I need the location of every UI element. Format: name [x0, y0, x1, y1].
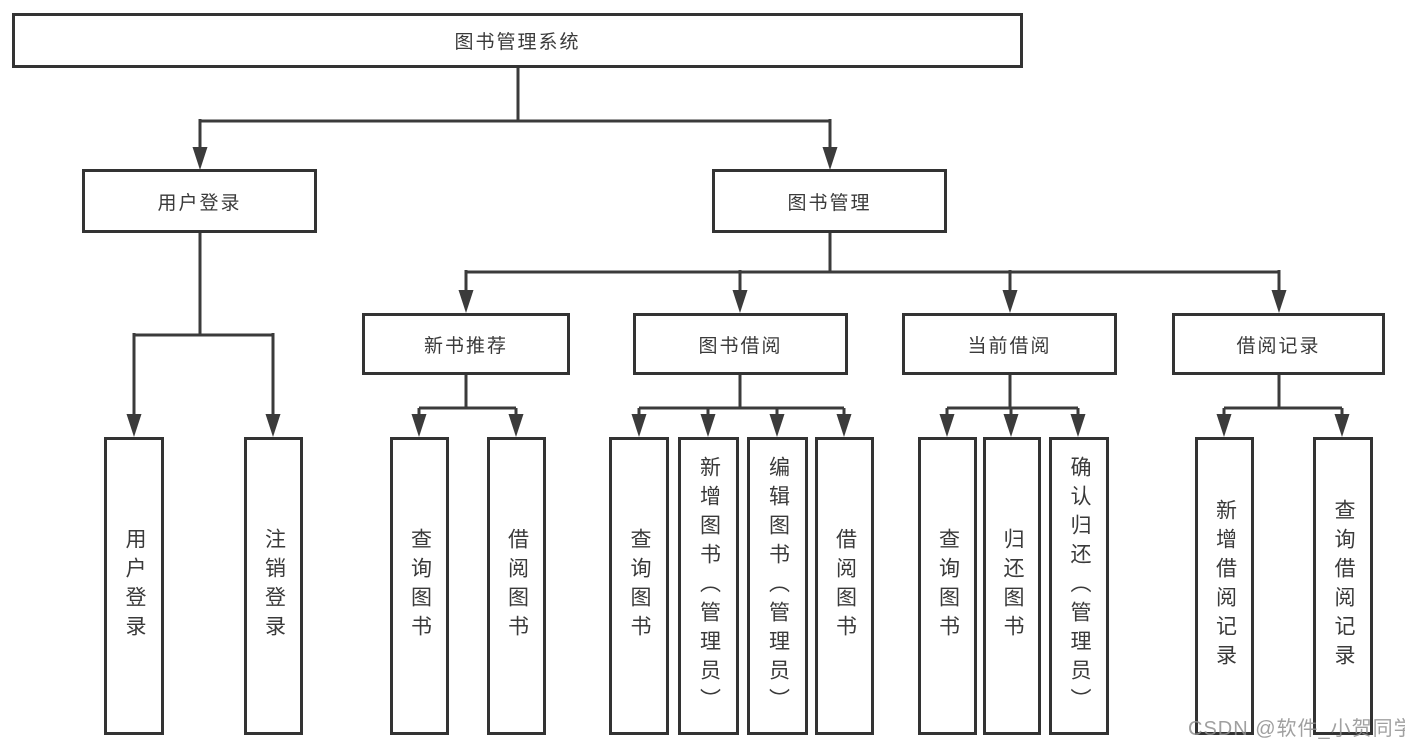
leaf-add-borrow-record: 新增借阅记录 [1195, 437, 1254, 735]
leaf-return-books: 归还图书 [983, 437, 1041, 735]
node-book-management: 图书管理 [712, 169, 947, 233]
connector-root-to-level2 [192, 68, 838, 170]
arrow-down-icon [1334, 414, 1350, 437]
arrow-down-icon [1216, 414, 1232, 437]
connector-new-book-children [411, 375, 524, 437]
leaf-query-books-current: 查询图书 [918, 437, 977, 735]
arrow-down-icon [822, 147, 838, 170]
arrow-down-icon [508, 414, 524, 437]
leaf-query-books-recommend: 查询图书 [390, 437, 449, 735]
arrow-down-icon [1070, 414, 1086, 437]
leaf-query-books-borrow: 查询图书 [609, 437, 669, 735]
arrow-down-icon [631, 414, 647, 437]
node-library-management-system: 图书管理系统 [12, 13, 1023, 68]
csdn-watermark: CSDN @软件_小贺同学 [1188, 718, 1405, 740]
arrow-down-icon [126, 414, 142, 437]
leaf-logout: 注销登录 [244, 437, 303, 735]
connector-user-login-children [126, 233, 281, 437]
node-current-borrow: 当前借阅 [902, 313, 1117, 375]
leaf-add-books-admin: 新增图书（管理员） [678, 437, 739, 735]
connector-borrow-record-children [1216, 375, 1350, 437]
leaf-borrow-books-recommend: 借阅图书 [487, 437, 546, 735]
leaf-query-borrow-record: 查询借阅记录 [1313, 437, 1373, 735]
arrow-down-icon [732, 290, 748, 313]
arrow-down-icon [265, 414, 281, 437]
arrow-down-icon [1271, 290, 1287, 313]
node-borrow-records: 借阅记录 [1172, 313, 1385, 375]
arrow-down-icon [192, 147, 208, 170]
arrow-down-icon [700, 414, 716, 437]
node-book-borrow: 图书借阅 [633, 313, 848, 375]
leaf-edit-books-admin: 编辑图书（管理员） [747, 437, 808, 735]
connector-book-borrow-children [631, 375, 852, 437]
leaf-borrow-books: 借阅图书 [815, 437, 874, 735]
node-new-book-recommend: 新书推荐 [362, 313, 570, 375]
node-user-login: 用户登录 [82, 169, 317, 233]
leaf-confirm-return-admin: 确认归还（管理员） [1049, 437, 1109, 735]
arrow-down-icon [1003, 414, 1019, 437]
arrow-down-icon [411, 414, 427, 437]
arrow-down-icon [458, 290, 474, 313]
connector-current-borrow-children [939, 375, 1086, 437]
connector-book-management-children [458, 233, 1287, 313]
arrow-down-icon [1002, 290, 1018, 313]
arrow-down-icon [939, 414, 955, 437]
arrow-down-icon [836, 414, 852, 437]
arrow-down-icon [769, 414, 785, 437]
leaf-user-login: 用户登录 [104, 437, 164, 735]
